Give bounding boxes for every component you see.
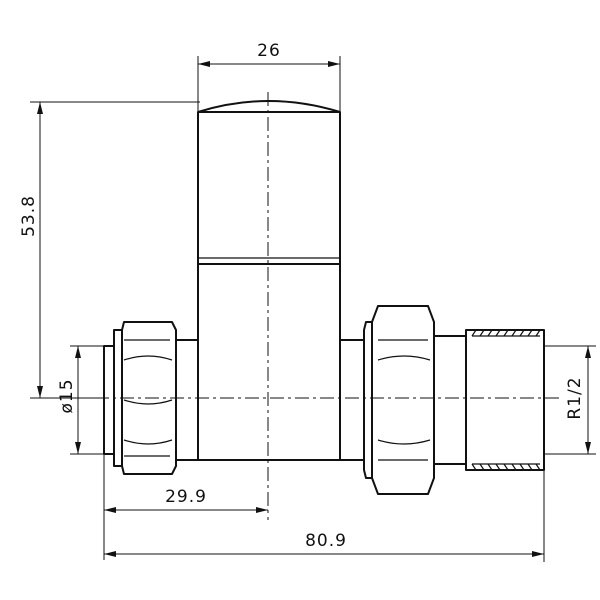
right-union-nut — [339, 305, 467, 495]
dimension-thread: R1/2 — [544, 345, 596, 455]
valve-body — [197, 263, 341, 461]
dimension-pipe-diameter-label: ø15 — [57, 378, 77, 413]
centerlines — [70, 92, 560, 520]
dimension-top-width: 26 — [197, 41, 341, 112]
dimension-overall-length-label: 80.9 — [305, 531, 347, 551]
dimension-inlet-to-axis: 29.9 — [103, 454, 268, 560]
dimension-top-width-label: 26 — [257, 41, 281, 61]
dimension-height-label: 53.8 — [19, 195, 39, 237]
dimension-inlet-to-axis-label: 29.9 — [165, 487, 207, 507]
dimension-pipe-diameter: ø15 — [57, 345, 104, 455]
threaded-tail — [465, 329, 545, 471]
left-compression-nut — [103, 321, 199, 475]
dimension-height: 53.8 — [19, 101, 200, 399]
valve-head — [197, 100, 341, 265]
dimension-thread-label: R1/2 — [565, 376, 585, 419]
dimension-overall-length: 80.9 — [104, 454, 545, 562]
